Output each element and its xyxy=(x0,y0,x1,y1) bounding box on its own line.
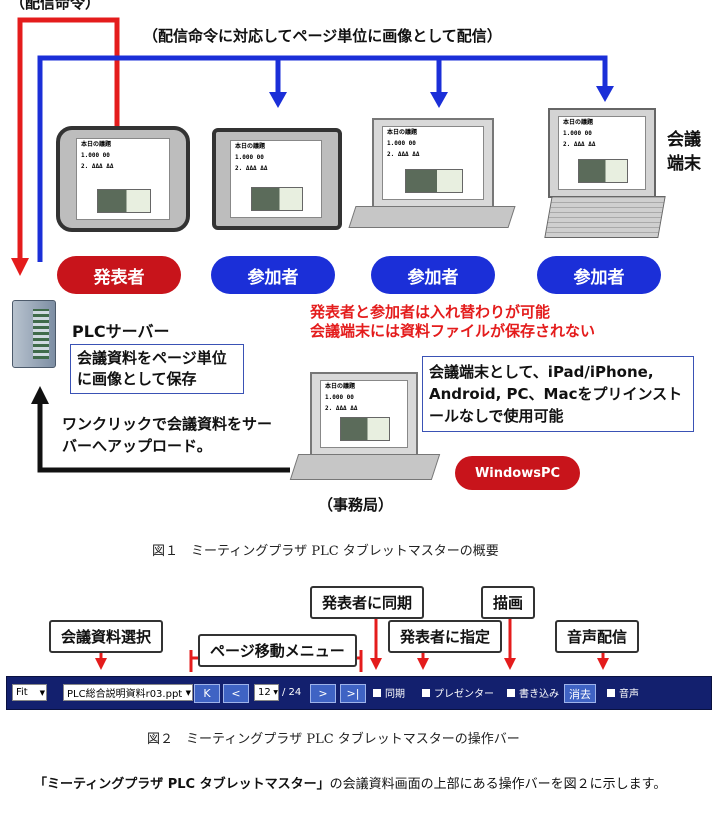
laptop-device-office: 本日の議題 1.000 00 2. ΔΔΔ ΔΔ xyxy=(310,372,418,456)
write-label: 書き込み xyxy=(519,685,559,700)
slide-preview: 本日の議題 1.000 00 2. ΔΔΔ ΔΔ xyxy=(558,116,646,190)
role-badge-participant: 参加者 xyxy=(211,256,335,294)
callout-audio: 音声配信 xyxy=(555,620,639,653)
callout-sync-presenter: 発表者に同期 xyxy=(310,586,424,619)
chevron-down-icon: ▼ xyxy=(186,689,191,697)
slide-preview: 本日の議題 1.000 00 2. ΔΔΔ ΔΔ xyxy=(76,138,170,220)
laptop-device-participant: 本日の議題 1.000 00 2. ΔΔΔ ΔΔ xyxy=(372,118,494,208)
checkbox-icon xyxy=(422,689,430,697)
laptop-keyboard xyxy=(290,454,440,480)
server-storage-box: 会議資料をページ単位に画像として保存 xyxy=(70,344,244,394)
callout-draw: 描画 xyxy=(481,586,535,619)
page-number-select[interactable]: 12 ▼ xyxy=(254,684,279,701)
delivery-command-label: （配信命令） xyxy=(10,0,100,13)
page-number: 12 xyxy=(258,687,271,698)
zoom-select[interactable]: Fit ▼ xyxy=(12,684,47,701)
document-select[interactable]: PLC総合説明資料r03.ppt ▼ xyxy=(63,684,193,701)
prev-page-button[interactable]: < xyxy=(223,684,249,703)
sync-label: 同期 xyxy=(385,685,405,700)
presenter-label: プレゼンター xyxy=(434,685,494,700)
tablet-device-participant: 本日の議題 1.000 00 2. ΔΔΔ ΔΔ xyxy=(212,128,342,230)
figure1-caption: 図１ ミーティングプラザ PLC タブレットマスターの概要 xyxy=(152,540,499,559)
laptop-device-participant: 本日の議題 1.000 00 2. ΔΔΔ ΔΔ xyxy=(548,108,656,198)
tablet-device-presenter: 本日の議題 1.000 00 2. ΔΔΔ ΔΔ xyxy=(56,126,190,232)
erase-button[interactable]: 消去 xyxy=(564,684,596,703)
first-page-button[interactable]: K xyxy=(194,684,220,703)
chevron-down-icon: ▼ xyxy=(40,689,45,697)
delivery-description-label: （配信命令に対応してページ単位に画像として配信） xyxy=(143,25,502,46)
product-name: 「ミーティングプラザ PLC タブレットマスター」 xyxy=(34,777,330,792)
body-text: の会議資料画面の上部にある操作バーを図２に示します。 xyxy=(330,777,667,792)
checkbox-icon xyxy=(607,689,615,697)
slide-preview: 本日の議題 1.000 00 2. ΔΔΔ ΔΔ xyxy=(320,380,408,448)
chevron-down-icon: ▼ xyxy=(273,689,278,696)
role-badge-participant: 参加者 xyxy=(371,256,495,294)
terminal-label: 会議 端末 xyxy=(667,128,701,176)
role-badge-participant: 参加者 xyxy=(537,256,661,294)
figure2-caption: 図２ ミーティングプラザ PLC タブレットマスターの操作バー xyxy=(147,728,520,747)
terminal-support-box: 会議端末として、iPad/iPhone, Android, PC、Macをプリイ… xyxy=(422,356,694,432)
page-total: / 24 xyxy=(282,685,301,700)
audio-label: 音声 xyxy=(619,685,639,700)
slide-preview: 本日の議題 1.000 00 2. ΔΔΔ ΔΔ xyxy=(382,126,484,200)
zoom-value: Fit xyxy=(16,687,28,698)
last-page-button[interactable]: >| xyxy=(340,684,366,703)
audio-checkbox[interactable]: 音声 xyxy=(607,685,639,700)
sync-checkbox[interactable]: 同期 xyxy=(373,685,405,700)
office-label: （事務局） xyxy=(318,494,393,515)
slide-preview: 本日の議題 1.000 00 2. ΔΔΔ ΔΔ xyxy=(230,140,322,218)
swap-note: 発表者と参加者は入れ替わりが可能 xyxy=(310,301,550,322)
callout-document-select: 会議資料選択 xyxy=(49,620,163,653)
body-paragraph: 「ミーティングプラザ PLC タブレットマスター」の会議資料画面の上部にある操作… xyxy=(10,774,710,796)
checkbox-icon xyxy=(507,689,515,697)
next-page-button[interactable]: > xyxy=(310,684,336,703)
upload-note: ワンクリックで会議資料をサーバーへアップロード。 xyxy=(62,413,284,457)
role-badge-presenter: 発表者 xyxy=(57,256,181,294)
operation-toolbar: Fit ▼ PLC総合説明資料r03.ppt ▼ K < 12 ▼ / 24 >… xyxy=(6,676,712,710)
callout-page-menu: ページ移動メニュー xyxy=(198,634,357,667)
laptop-keyboard xyxy=(544,196,665,238)
callout-assign-presenter: 発表者に指定 xyxy=(388,620,502,653)
no-file-note: 会議端末には資料ファイルが保存されない xyxy=(310,320,595,341)
document-name: PLC総合説明資料r03.ppt xyxy=(67,685,182,700)
write-checkbox[interactable]: 書き込み xyxy=(507,685,559,700)
server-label: PLCサーバー xyxy=(72,318,170,342)
windows-pc-badge: WindowsPC xyxy=(455,456,580,490)
server-icon xyxy=(12,300,56,368)
checkbox-icon xyxy=(373,689,381,697)
presenter-checkbox[interactable]: プレゼンター xyxy=(422,685,494,700)
laptop-keyboard xyxy=(348,206,515,228)
